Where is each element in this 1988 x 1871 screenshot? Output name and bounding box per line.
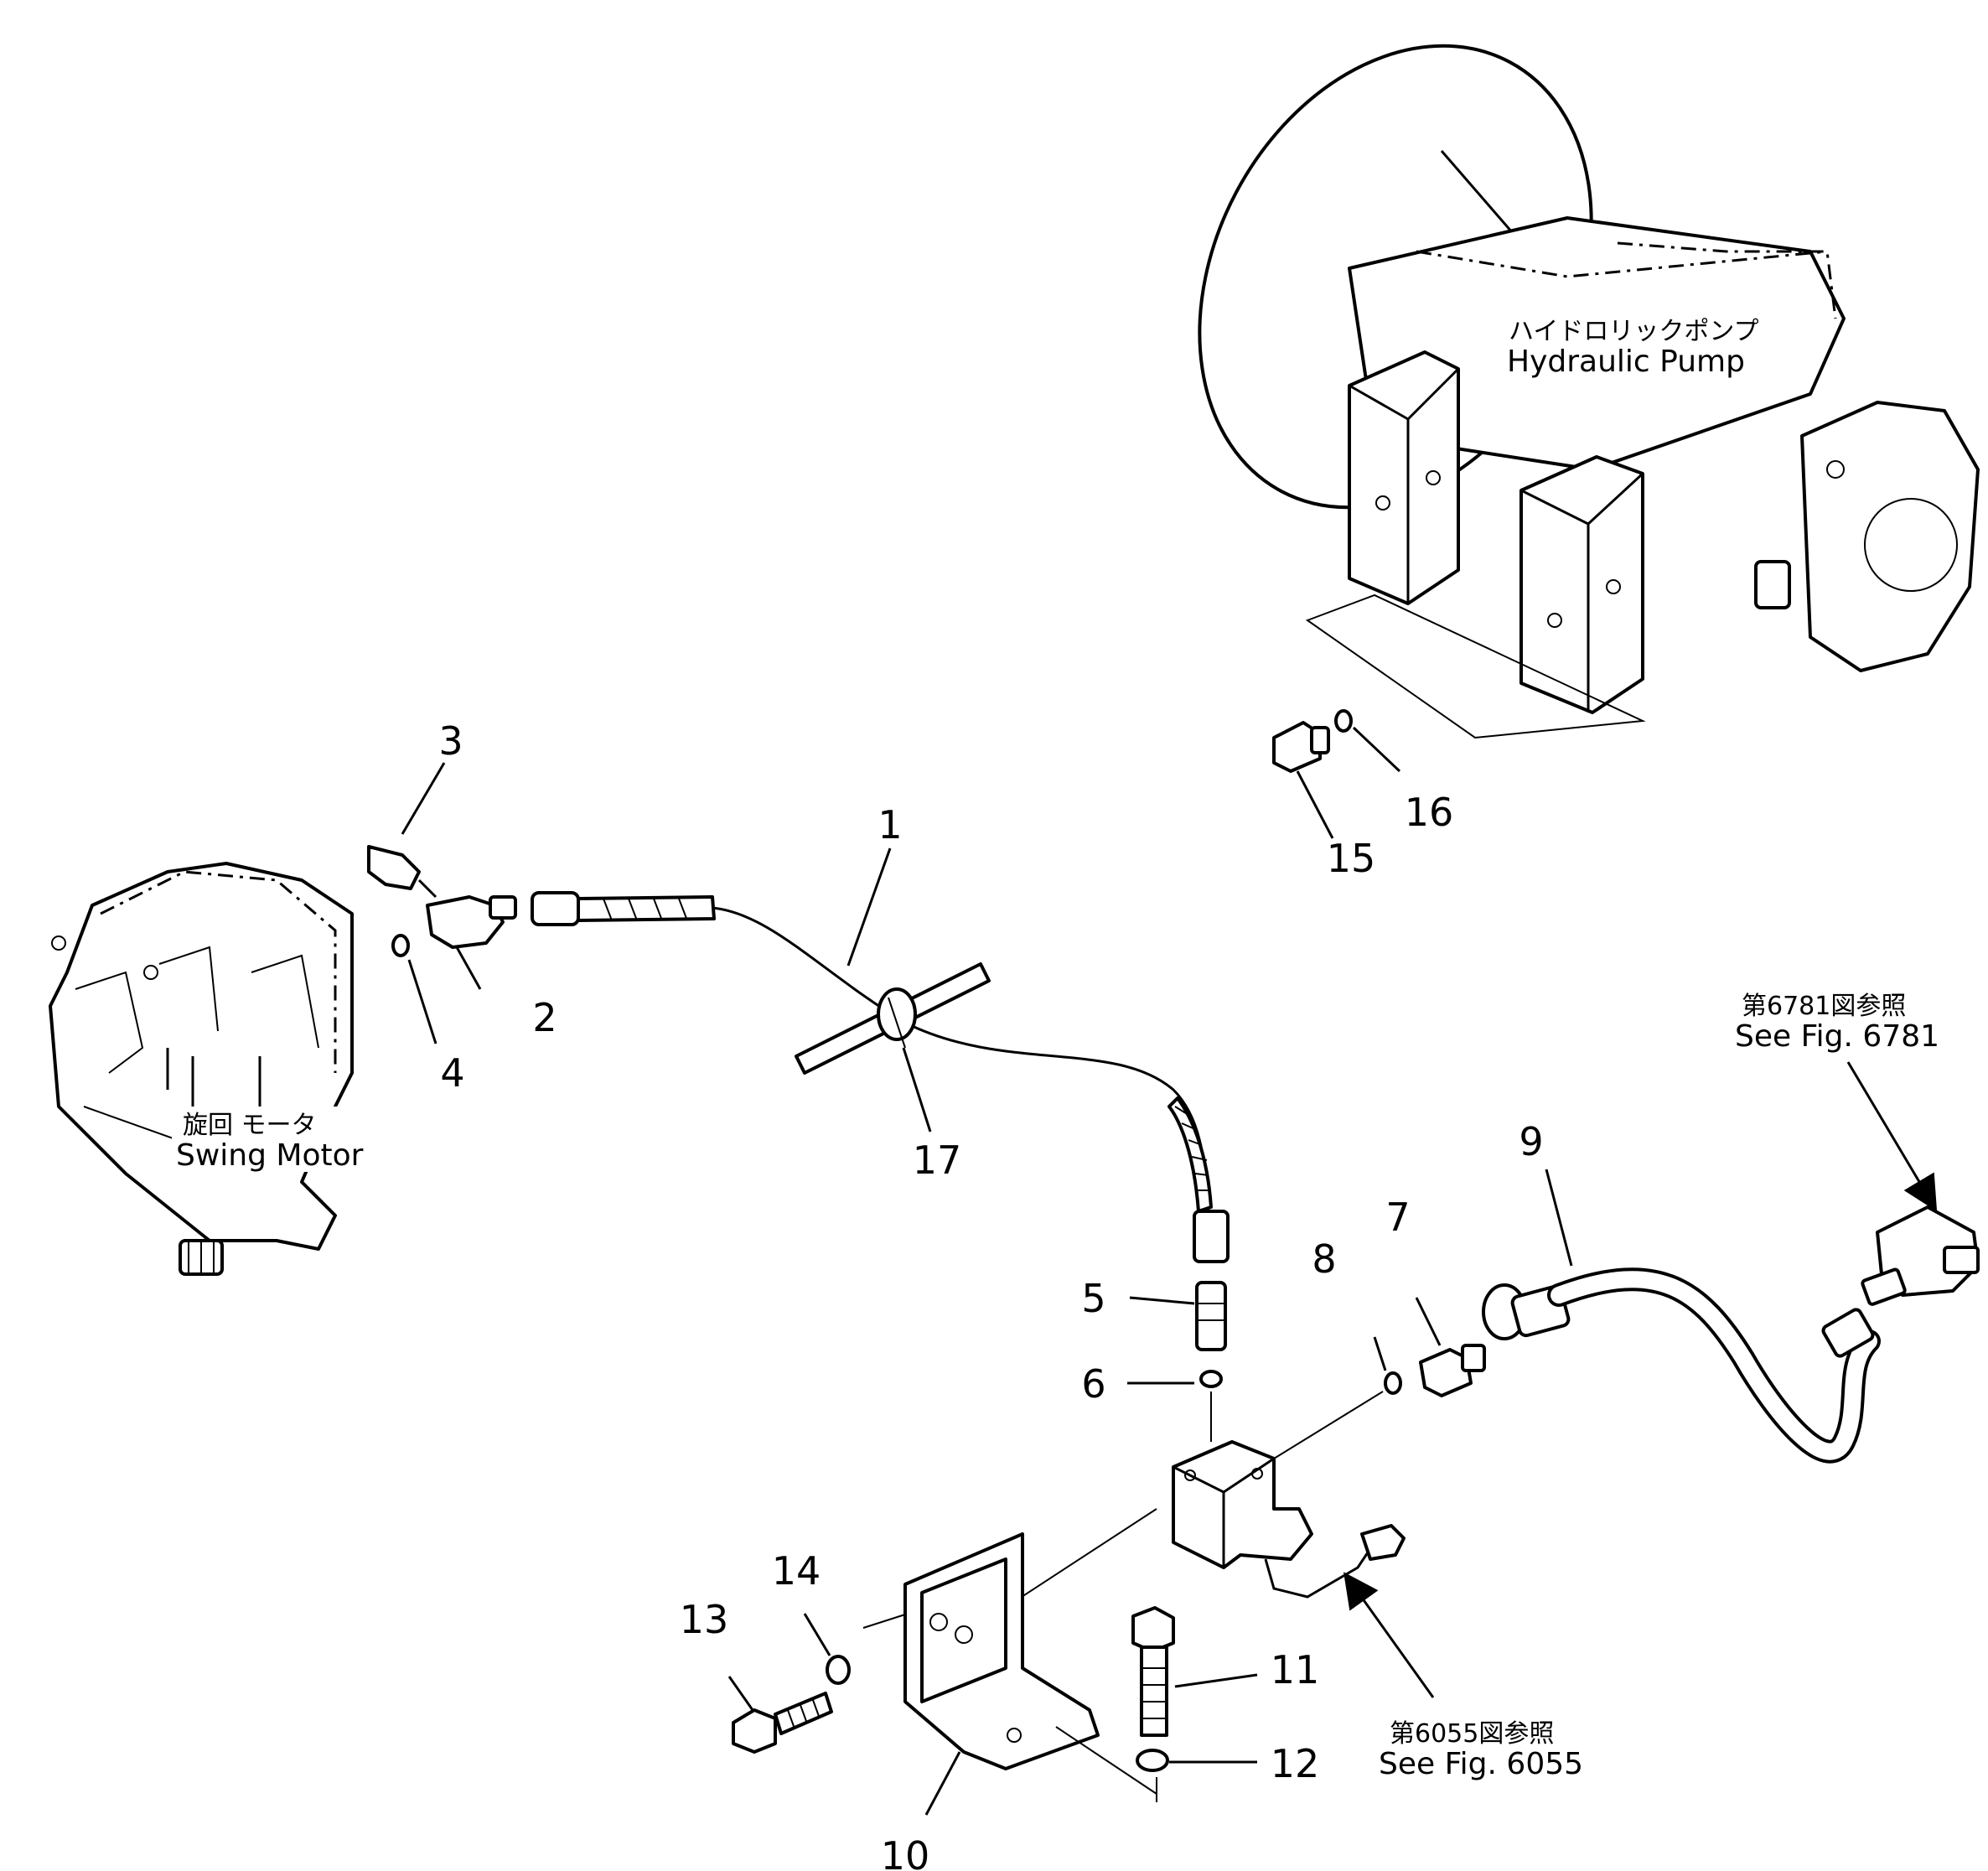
ref-6781-jp: 第6781図参照 [1742,992,1906,1021]
callout-5: 5 [1081,1276,1105,1321]
clamp-17 [795,962,991,1075]
plug-3 [367,845,421,890]
callout-8: 8 [1312,1236,1336,1282]
swing-motor [49,862,354,1276]
callout-6: 6 [1081,1361,1105,1407]
hose-9 [1482,1267,1881,1464]
callout-10: 10 [881,1833,930,1871]
o-ring-16 [1334,709,1353,733]
washer-14 [826,1655,851,1685]
hydraulic-pump-label-en: Hydraulic Pump [1507,345,1745,379]
callout-17: 17 [913,1138,962,1183]
swing-motor-label-en: Swing Motor [176,1138,364,1173]
fitting-5 [1195,1281,1227,1351]
o-ring-8 [1384,1371,1402,1395]
callout-16: 16 [1405,790,1454,835]
callout-9: 9 [1519,1119,1543,1164]
bolt-13 [732,1692,833,1754]
callout-11: 11 [1271,1647,1320,1692]
callout-13: 13 [680,1597,729,1642]
callout-7: 7 [1385,1195,1410,1240]
callout-12: 12 [1271,1741,1320,1786]
bracket-10 [903,1532,1157,1802]
callout-4: 4 [440,1050,464,1096]
o-ring-6 [1199,1370,1223,1388]
ref-6055-jp: 第6055図参照 [1390,1719,1554,1749]
callout-14: 14 [772,1548,821,1594]
o-ring-4 [391,934,410,957]
hydraulic-pump-label-jp: ハイドロリックポンプ [1509,317,1759,346]
bolt-11 [1131,1606,1175,1737]
ref-6781-en: See Fig. 6781 [1735,1019,1939,1054]
swing-motor-label-jp: 旋回 モータ [183,1111,317,1140]
ref-6055-en: See Fig. 6055 [1379,1747,1583,1781]
adapter-7 [1419,1344,1486,1397]
elbow-2 [426,895,517,949]
callout-3: 3 [438,718,463,764]
hose-1 [531,891,1230,1263]
fitting-6781 [1861,1205,1980,1306]
valve-block [1172,1440,1406,1599]
plug-15 [1272,721,1330,773]
callout-15: 15 [1327,836,1376,881]
washer-12 [1136,1749,1169,1772]
callout-2: 2 [532,995,557,1040]
callout-1: 1 [878,802,902,847]
